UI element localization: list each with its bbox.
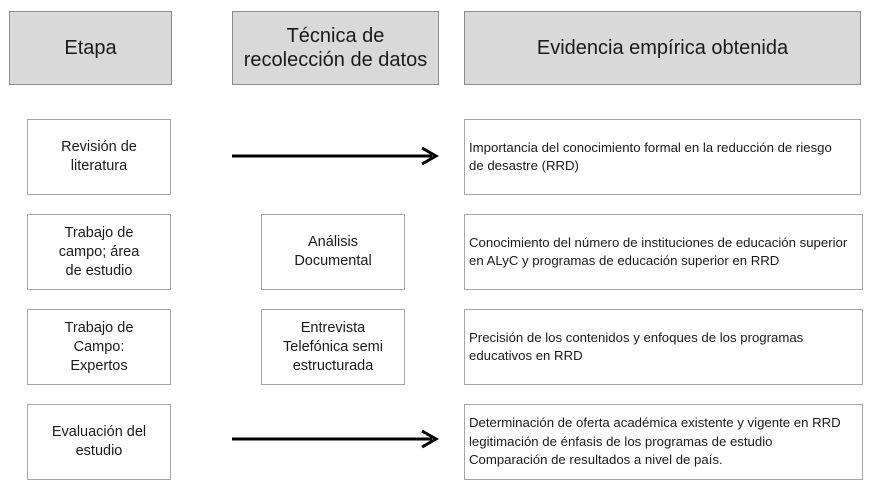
evidencia-line: Precisión de los contenidos y enfoques d… [469, 329, 804, 345]
header-tecnica: Técnica de recolección de datos [232, 11, 439, 85]
etapa-label: Trabajo de campo; área de estudio [58, 224, 140, 279]
tecnica-label: Análisis Documental [294, 234, 372, 269]
etapa-label: Trabajo de Campo: Expertos [64, 319, 134, 374]
evidencia-box-2: Conocimiento del número de instituciones… [464, 214, 863, 290]
etapa-box-evaluacion: Evaluación del estudio [27, 404, 171, 480]
etapa-label: Evaluación del estudio [51, 424, 147, 459]
evidencia-line: Comparación de resultados a nivel de paí… [469, 452, 723, 468]
evidencia-line: educativos en RRD [469, 348, 583, 363]
evidencia-line: Determinación de oferta académica existe… [469, 415, 841, 431]
evidencia-box-1: Importancia del conocimiento formal en l… [464, 119, 861, 195]
etapa-label: Revisión de literatura [61, 139, 137, 174]
header-etapa: Etapa [9, 11, 172, 85]
evidencia-line: Conocimiento del número de instituciones… [469, 234, 848, 250]
evidencia-line: en ALyC y programas de educación superio… [469, 253, 780, 268]
etapa-box-expertos: Trabajo de Campo: Expertos [27, 309, 171, 385]
evidencia-line: Importancia del conocimiento formal en l… [469, 139, 832, 155]
tecnica-label: Entrevista Telefónica semi estructurada [283, 319, 383, 374]
etapa-box-trabajo-campo: Trabajo de campo; área de estudio [27, 214, 171, 290]
header-evidencia-label: Evidencia empírica obtenida [536, 37, 789, 59]
etapa-box-revision: Revisión de literatura [27, 119, 171, 195]
evidencia-line: legitimación de énfasis de los programas… [469, 433, 773, 449]
evidencia-box-3: Precisión de los contenidos y enfoques d… [464, 309, 863, 385]
evidencia-line: de desastre (RRD) [469, 158, 579, 173]
header-etapa-label: Etapa [64, 37, 117, 59]
evidencia-box-4: Determinación de oferta académica existe… [464, 404, 863, 480]
header-evidencia: Evidencia empírica obtenida [464, 11, 861, 85]
tecnica-box-analisis: Análisis Documental [261, 214, 405, 290]
tecnica-box-entrevista: Entrevista Telefónica semi estructurada [261, 309, 405, 385]
header-tecnica-label: Técnica de recolección de datos [243, 25, 428, 71]
